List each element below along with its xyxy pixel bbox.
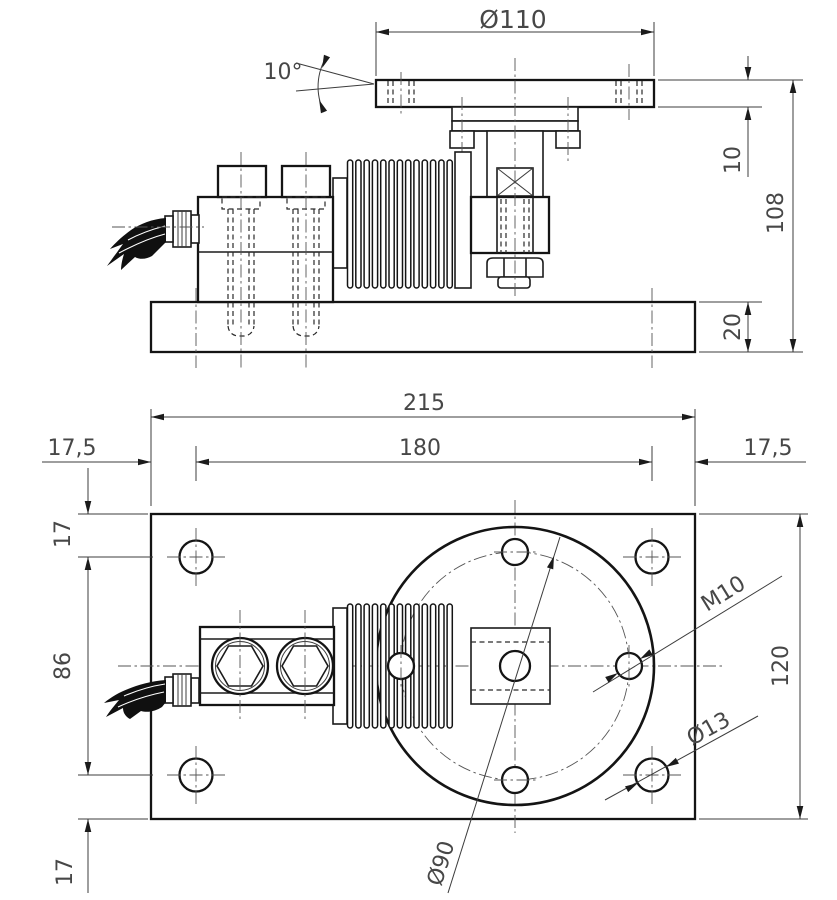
angle-label: 10°	[264, 60, 303, 85]
dim-overall-height: 108	[699, 80, 803, 353]
dim180-label: 180	[399, 436, 441, 461]
cable-plan	[104, 680, 166, 719]
cable-gland-side	[164, 210, 200, 248]
dia90-label: Ø90	[423, 838, 460, 889]
dim10-label: 10	[721, 146, 746, 174]
mounting-bolts-hidden	[221, 152, 326, 368]
load-cell-right-end	[469, 195, 551, 255]
dim86-label: 86	[51, 652, 76, 680]
m10-label: M10	[697, 571, 750, 617]
dim-edge-bottom: 17	[53, 818, 148, 893]
dim20-label: 20	[721, 313, 746, 341]
side-base-plate	[149, 300, 697, 354]
dim-edge-top: 17	[51, 468, 153, 558]
side-view: 10° Ø110 10 108	[107, 5, 803, 368]
dim-plate-angle: 10°	[264, 54, 375, 114]
plan-view: 215 180 17,5 17,5 17	[42, 391, 808, 894]
dim-plate-thickness: 10	[658, 56, 803, 177]
dim175R-label: 17,5	[744, 436, 793, 461]
centre-hole	[498, 649, 532, 683]
dim215-label: 215	[403, 391, 445, 416]
dim17bot-label: 17	[53, 858, 78, 886]
elastomer-x-element	[496, 167, 534, 197]
dim-top-plate-diameter: Ø110	[375, 5, 655, 76]
dim-edge-left: 17,5	[42, 436, 151, 466]
cable-side	[107, 218, 166, 270]
load-cell-body-side	[196, 164, 335, 304]
side-top-plate-hidden-holes	[387, 64, 643, 120]
dim120-label: 120	[769, 645, 794, 687]
bellows-boot	[332, 151, 472, 289]
dim108-label: 108	[764, 192, 789, 234]
dim17top-label: 17	[51, 520, 76, 548]
dia110-label: Ø110	[479, 5, 546, 34]
dim-base-thickness: 20	[699, 301, 762, 352]
dim-plate-length: 215	[150, 391, 696, 506]
dim-hole-spacing-x: 180	[195, 436, 653, 481]
load-cell-body-plan	[198, 610, 336, 722]
anchor-holes	[167, 528, 681, 804]
dim-edge-right: 17,5	[695, 436, 806, 466]
dim-hole-spacing-y: 86	[51, 557, 153, 776]
cable-gland-plan	[164, 673, 200, 707]
bolt-circle-holes	[386, 537, 644, 795]
dim-plate-width: 120	[699, 513, 808, 820]
dim175L-label: 17,5	[48, 436, 97, 461]
